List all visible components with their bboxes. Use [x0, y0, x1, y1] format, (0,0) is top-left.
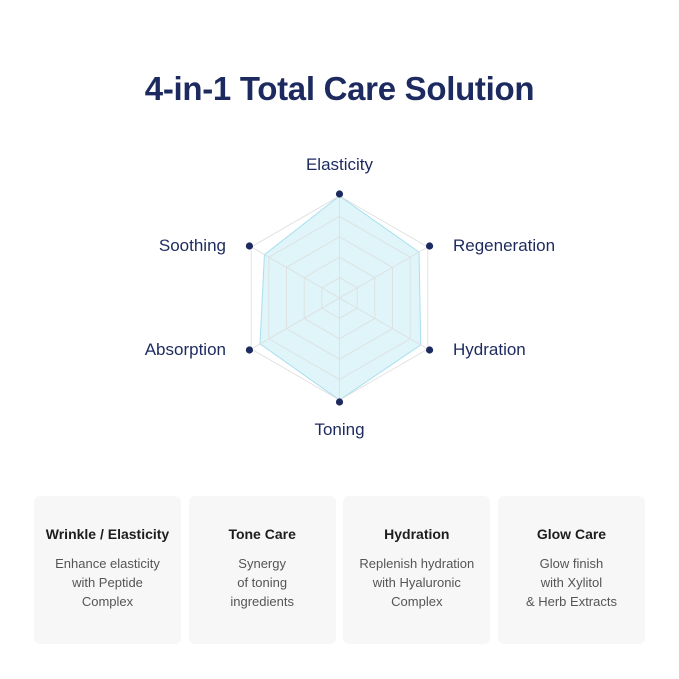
card-title: Hydration — [384, 526, 450, 542]
radar-axis-label: Toning — [314, 420, 364, 439]
feature-card-glow-care: Glow Care Glow finish with Xylitol & Her… — [497, 496, 645, 644]
feature-card-hydration: Hydration Replenish hydration with Hyalu… — [343, 496, 491, 644]
radar-spoke — [250, 297, 340, 350]
feature-card-wrinkle-elasticity: Wrinkle / Elasticity Enhance elasticity … — [34, 496, 181, 644]
radar-axis-label: Absorption — [145, 340, 226, 359]
feature-card-tone-care: Tone Care Synergy of toning ingredients — [188, 496, 336, 644]
card-title: Wrinkle / Elasticity — [45, 526, 170, 542]
radar-vertex-dot — [335, 190, 344, 198]
card-desc-line: Synergy — [238, 556, 286, 571]
card-desc-line: Enhance elasticity — [55, 556, 160, 571]
radar-axis-label: Hydration — [453, 340, 526, 359]
radar-vertex-dot — [245, 242, 254, 250]
radar-data-area — [259, 195, 422, 401]
card-description: Enhance elasticity with Peptide Complex — [34, 554, 181, 611]
radar-vertex-dot — [425, 346, 434, 354]
radar-spoke — [339, 297, 429, 350]
card-desc-line: & Herb Extracts — [525, 594, 617, 609]
card-description: Glow finish with Xylitol & Herb Extracts — [498, 554, 645, 611]
card-desc-line: with Peptide — [72, 575, 143, 590]
radar-spoke — [339, 246, 429, 299]
card-title: Glow Care — [536, 526, 607, 542]
page-title: 4-in-1 Total Care Solution — [144, 70, 535, 107]
radar-spoke — [250, 246, 340, 299]
card-desc-line: with Xylitol — [540, 575, 603, 590]
card-desc-line: Replenish hydration — [359, 556, 475, 571]
radar-vertex-dot — [245, 346, 254, 354]
card-description: Replenish hydration with Hyaluronic Comp… — [343, 554, 490, 611]
radar-axis-label: Regeneration — [453, 236, 555, 255]
radar-vertex-dot — [425, 242, 434, 250]
card-desc-line: of toning — [237, 575, 288, 590]
card-desc-line: Complex — [391, 594, 443, 609]
radar-axis-label: Elasticity — [306, 155, 374, 174]
radar-vertex-dot — [335, 398, 344, 406]
card-title: Tone Care — [228, 526, 296, 542]
card-desc-line: with Hyaluronic — [372, 575, 461, 590]
card-desc-line: Glow finish — [539, 556, 604, 571]
card-description: Synergy of toning ingredients — [189, 554, 336, 611]
feature-cards: Wrinkle / Elasticity Enhance elasticity … — [34, 496, 645, 644]
card-desc-line: Complex — [81, 594, 134, 609]
card-desc-line: ingredients — [230, 594, 294, 609]
radar-axis-label: Soothing — [159, 236, 226, 255]
